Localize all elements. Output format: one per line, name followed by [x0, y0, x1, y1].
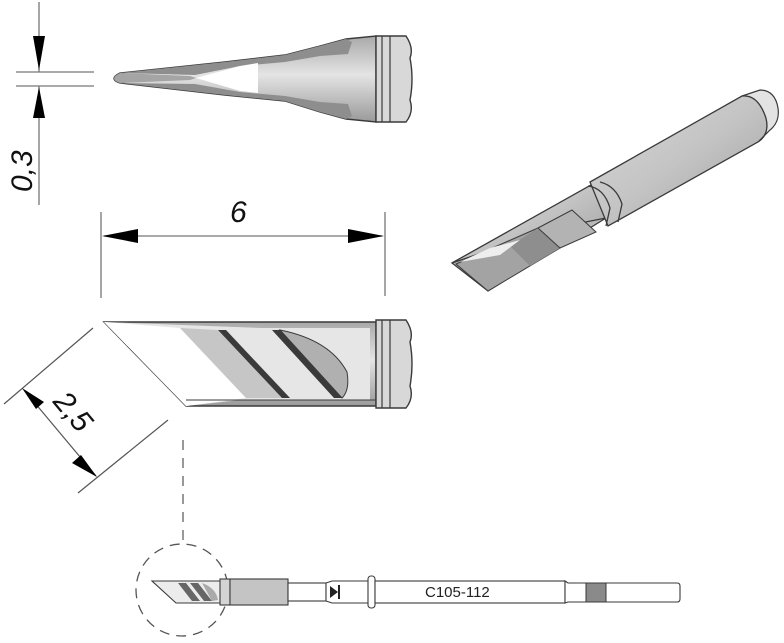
- dimension-label-length: 6: [230, 196, 247, 229]
- dimension-label-width: 2,5: [46, 385, 99, 439]
- tip-top-view: [113, 35, 413, 123]
- dimension-label-thickness: 0,3: [6, 150, 39, 192]
- isometric-view: [450, 89, 779, 292]
- dimension-length: 6: [100, 196, 386, 298]
- top-view: 0,3: [6, 2, 413, 205]
- dimension-thickness: 0,3: [6, 2, 94, 205]
- side-view: 6 2,5: [3, 196, 413, 545]
- color-band: [585, 582, 607, 603]
- tip-side-view: [102, 319, 413, 409]
- part-number-label: C105-112: [425, 584, 490, 601]
- full-cartridge-view: C105-112: [135, 543, 681, 637]
- direction-mark-icon: [330, 586, 338, 598]
